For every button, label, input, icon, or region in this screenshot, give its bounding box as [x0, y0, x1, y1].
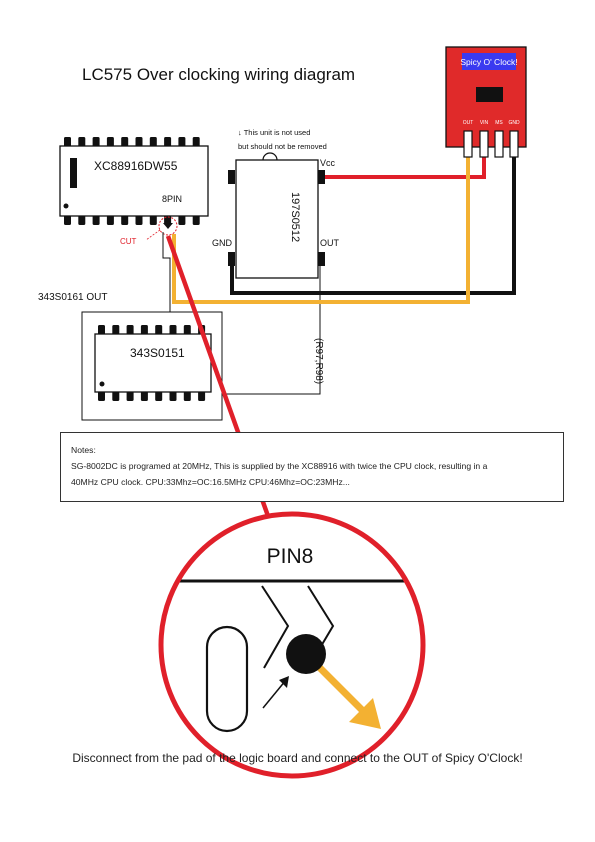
board-pad [205, 625, 249, 733]
r97-r98-wire [222, 262, 321, 395]
zoom-circle-ring [158, 511, 426, 779]
orange-arrow-icon [349, 698, 381, 729]
out-wire [172, 146, 470, 304]
pointer-arrow-icon [279, 676, 289, 688]
343-to-8pin-wire [162, 232, 171, 312]
pin1-dot [63, 203, 69, 209]
notes-box: Notes: SG-8002DC is programed at 20MHz, … [60, 432, 564, 502]
unused-note-2: but should not be removed [238, 142, 327, 151]
cut-circle [158, 216, 178, 236]
343s0151-chip: 343S0151 [94, 325, 212, 401]
spicy-pin-vin: VIN [480, 120, 489, 126]
spicy-chip [476, 87, 503, 102]
notes-heading: Notes: [71, 445, 96, 455]
unused-note-1: ↓ This unit is not used [238, 128, 310, 137]
spicy-pin-ms: MS [495, 120, 503, 126]
343s0151-outline [81, 311, 223, 421]
chip-marker [70, 158, 77, 188]
gnd-label: GND [212, 238, 233, 248]
zoom-title: PIN8 [267, 545, 314, 568]
gnd-wire [230, 146, 516, 295]
spicy-screen [462, 53, 516, 70]
notes-line-1: SG-8002DC is programed at 20MHz, This is… [71, 461, 488, 471]
pin8-zoom-view: PIN8 [161, 514, 423, 776]
xc88916-label: XC88916DW55 [94, 159, 178, 173]
diagram-title: LC575 Over clocking wiring diagram [82, 65, 355, 84]
cut-arrow-icon [163, 223, 173, 229]
notes-line-2: 40MHz CPU clock. CPU:33Mhz=OC:16.5MHz CP… [71, 477, 350, 487]
pin8-dot [286, 634, 326, 674]
vcc-label: Vcc [320, 158, 336, 168]
spicy-oclock-board: Spicy O' Clock! OUT VIN MS GND [445, 46, 527, 158]
xc88916-chip: XC88916DW55 8PIN [59, 137, 209, 225]
pin8-label: 8PIN [162, 194, 182, 204]
vcc-wire [325, 146, 486, 179]
caption: Disconnect from the pad of the logic boa… [72, 751, 523, 765]
spicy-name: Spicy O' Clock! [460, 57, 517, 67]
out-label: OUT [320, 238, 340, 248]
cut-label: CUT [120, 237, 137, 246]
343s0161-out-label: 343S0161 OUT [38, 292, 108, 303]
spicy-pin-gnd: GND [508, 120, 520, 126]
197s0512-unit: 197S0512 [228, 152, 325, 279]
resistors-label: (R97,R98) [313, 338, 324, 384]
197s0512-label: 197S0512 [289, 192, 301, 242]
343s0151-label: 343S0151 [130, 346, 185, 360]
spicy-pin-out: OUT [463, 120, 474, 126]
